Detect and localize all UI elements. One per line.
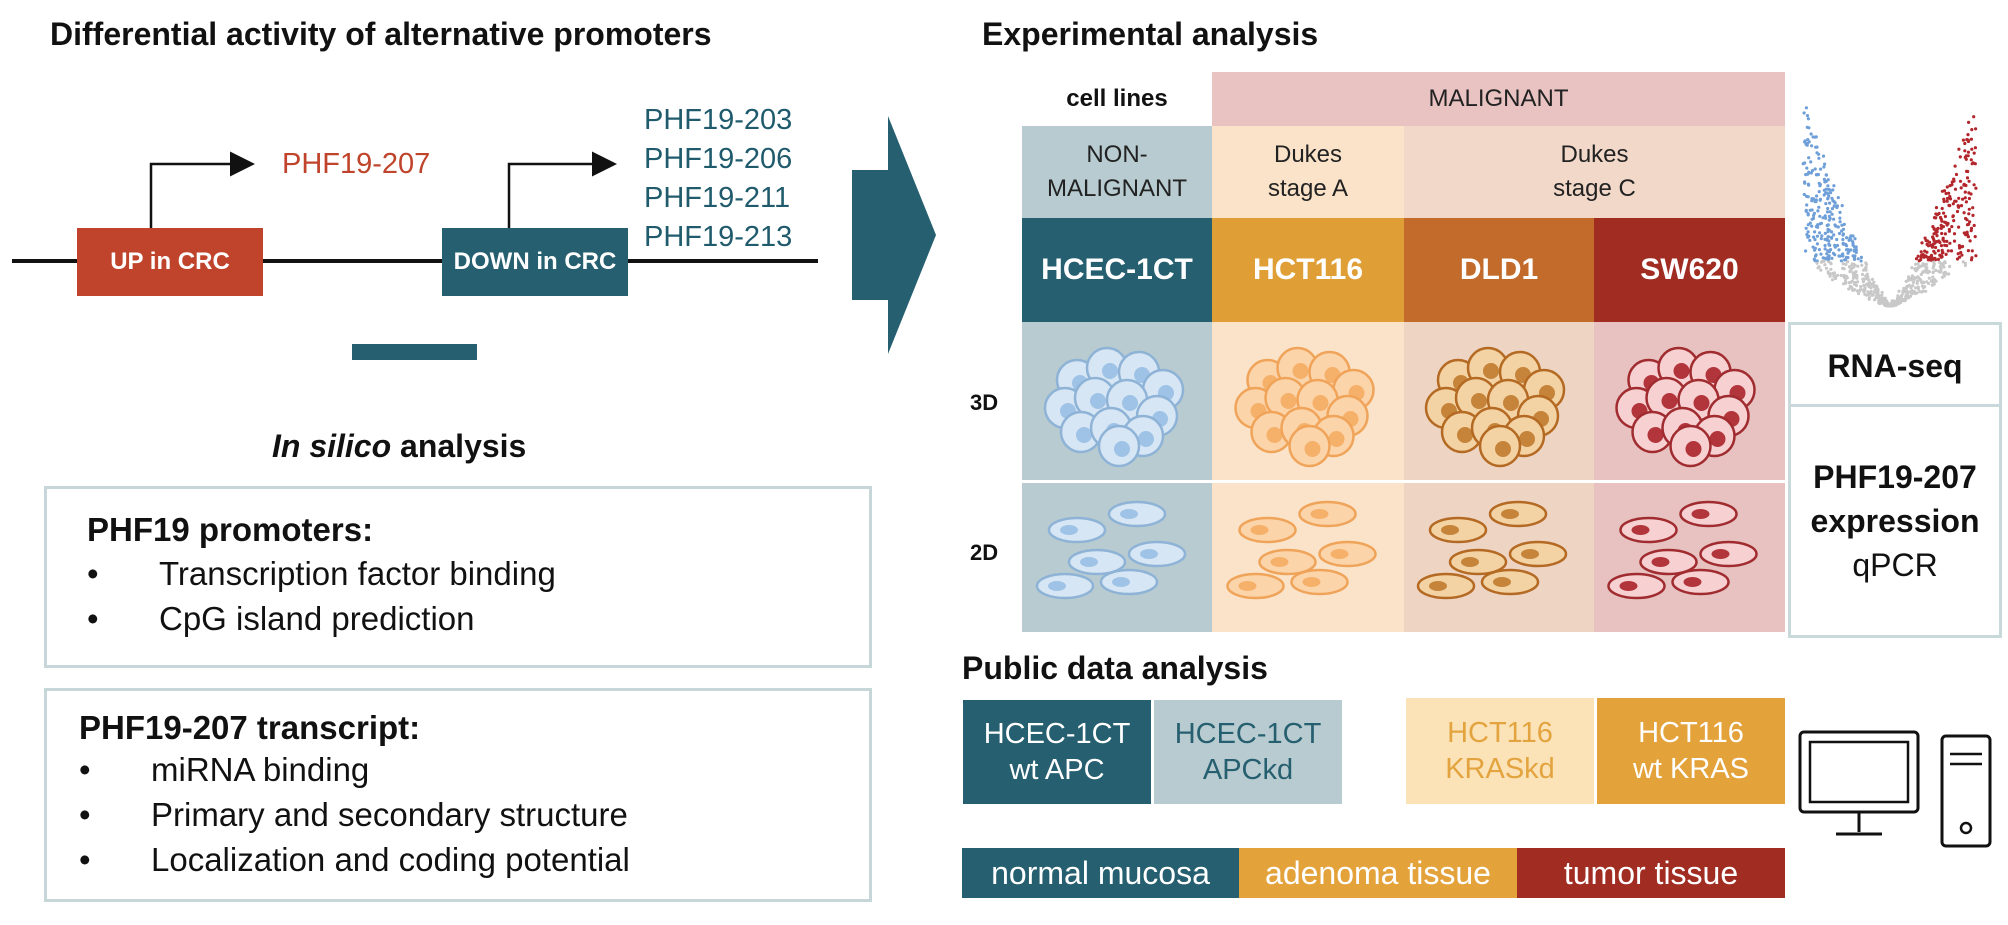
non-malignant-header: NON-MALIGNANT [1022,126,1212,218]
transcript-down-3: PHF19-211 [644,182,791,214]
spheroid-hct116 [1234,346,1375,468]
public-title: Public data analysis [962,650,1268,686]
down-arrow-icon [352,344,477,360]
tissue-adenoma: adenoma tissue [1239,848,1517,898]
right-title: Experimental analysis [982,16,1319,52]
cell-line-hct116: HCT116 [1212,218,1404,322]
cell-line-dld1: DLD1 [1404,218,1594,322]
cells-illustration [1035,346,1758,600]
flat-cells-sw620 [1607,500,1758,600]
tissue-tumor: tumor tissue [1517,848,1785,898]
promoters-box-title: PHF19 promoters: [87,511,374,548]
flat-cells-hct116 [1226,500,1377,600]
flat-cells-hcec-1ct [1035,500,1187,600]
transcript-up: PHF19-207 [282,148,431,180]
expression-box: PHF19-207 expression qPCR [1788,404,2002,638]
spheroid-hcec-1ct [1043,346,1185,468]
transcript-down-1: PHF19-203 [644,104,793,136]
transcript-down-4: PHF19-213 [644,221,793,253]
transcript-box-title: PHF19-207 transcript: [79,709,421,746]
row-3d-label: 3D [970,390,999,415]
row-divider [1022,480,1785,483]
promoter-diagram [12,151,818,360]
list-item: •Primary and secondary structure [79,796,628,833]
spheroid-dld1 [1424,346,1566,468]
cell-line-hcec: HCEC-1CT [1022,218,1212,322]
spheroid-sw620 [1615,346,1756,468]
list-item: •Localization and coding potential [79,841,630,878]
computer-icon [1798,730,1992,848]
rna-seq-box: RNA-seq [1788,322,2002,410]
promoter-up-box: UP in CRC [77,228,263,296]
list-item: •Transcription factor binding [87,555,556,592]
promoters-box: PHF19 promoters: •Transcription factor b… [44,486,872,668]
flat-cells-dld1 [1416,500,1568,600]
list-item: •miRNA binding [79,751,370,788]
volcano-plot-icon [1801,106,1978,308]
in-silico-title: In silico analysis [272,428,527,464]
tss-arrow-up [149,151,255,228]
transcript-down-2: PHF19-206 [644,143,793,175]
transcript-box: PHF19-207 transcript: •miRNA binding •Pr… [44,688,872,902]
malignant-header: MALIGNANT [1212,72,1785,126]
promoter-down-box: DOWN in CRC [442,228,628,296]
left-title: Differential activity of alternative pro… [50,16,712,52]
tissue-normal: normal mucosa [962,848,1239,898]
right-arrow-icon [852,116,936,354]
list-item: •CpG island prediction [87,600,475,637]
cell-line-sw620: SW620 [1594,218,1785,322]
tss-arrow-down [507,151,617,228]
row-2d-label: 2D [970,540,999,565]
cell-lines-label: cell lines [1066,85,1168,112]
